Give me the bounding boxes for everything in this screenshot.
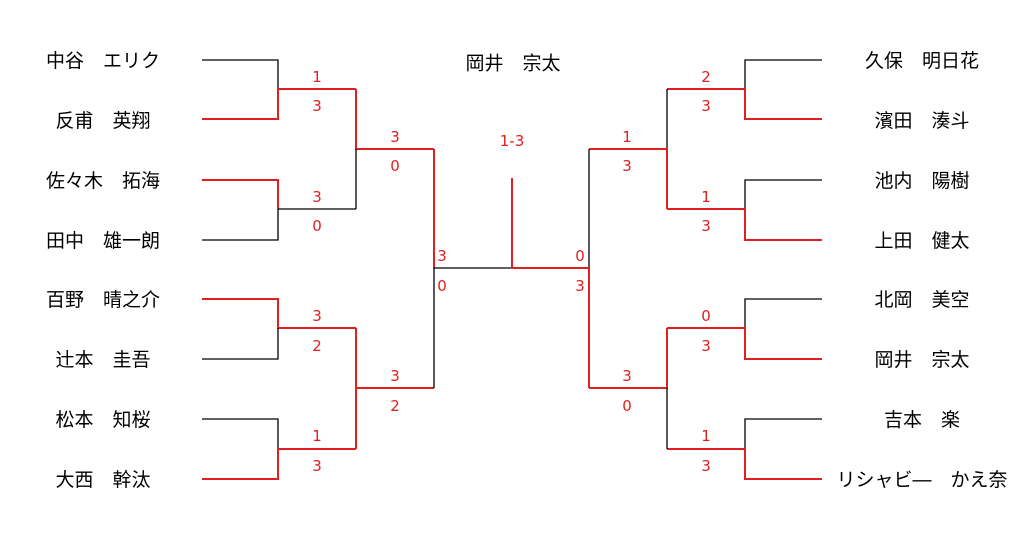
- bracket-line: [744, 418, 822, 449]
- bracket-line-win: [589, 148, 668, 209]
- player-left-5: 百野 晴之介: [45, 289, 160, 311]
- bracket-line-win: [202, 448, 356, 480]
- player-left-8: 大西 幹汰: [55, 469, 151, 491]
- score: 0: [622, 397, 632, 415]
- score: 1: [312, 427, 322, 445]
- bracket-line-win: [667, 448, 822, 480]
- score: 3: [312, 457, 322, 475]
- bracket-line-win: [202, 88, 356, 120]
- player-right-2: 濱田 湊斗: [874, 110, 970, 132]
- bracket-line: [744, 298, 822, 328]
- player-right-3: 池内 陽樹: [874, 170, 970, 192]
- bracket-line: [202, 209, 279, 241]
- bracket-line-win: [202, 179, 279, 209]
- score: 0: [575, 247, 585, 265]
- bracket-line: [744, 179, 822, 209]
- player-left-6: 辻本 圭吾: [55, 349, 151, 371]
- bracket-line-win: [667, 88, 822, 120]
- score: 1: [701, 427, 711, 445]
- score: 1: [622, 128, 632, 146]
- score: 1: [312, 68, 322, 86]
- score: 2: [390, 397, 400, 415]
- score: 0: [390, 157, 400, 175]
- bracket-line: [202, 418, 279, 449]
- score: 3: [622, 367, 632, 385]
- score: 3: [312, 188, 322, 206]
- bracket-line: [744, 59, 822, 89]
- score: 3: [701, 457, 711, 475]
- score: 3: [575, 277, 585, 295]
- score: 3: [390, 128, 400, 146]
- score: 0: [312, 217, 322, 235]
- score: 3: [701, 337, 711, 355]
- final-score: 1-3: [499, 132, 525, 150]
- player-left-3: 佐々木 拓海: [45, 170, 160, 192]
- score: 3: [390, 367, 400, 385]
- player-left-7: 松本 知桜: [55, 409, 151, 431]
- player-right-6: 岡井 宗太: [874, 349, 970, 371]
- player-left-2: 反甫 英翔: [55, 110, 151, 132]
- bracket-line-win: [667, 327, 822, 360]
- player-right-1: 久保 明日花: [864, 50, 979, 72]
- bracket-line-win: [512, 267, 590, 388]
- player-left-4: 田中 雄一朗: [45, 230, 160, 252]
- score: 3: [437, 247, 447, 265]
- score: 3: [622, 157, 632, 175]
- player-right-4: 上田 健太: [874, 230, 970, 252]
- bracket-line: [433, 267, 512, 388]
- score: 3: [312, 97, 322, 115]
- player-left-1: 中谷 エリク: [45, 50, 160, 72]
- player-right-7: 吉本 楽: [883, 409, 960, 431]
- score: 3: [701, 217, 711, 235]
- score: 2: [701, 68, 711, 86]
- champion-name: 岡井 宗太: [465, 52, 561, 75]
- score: 3: [312, 307, 322, 325]
- score: 3: [701, 97, 711, 115]
- bracket-line: [202, 328, 279, 360]
- player-right-5: 北岡 美空: [874, 289, 970, 311]
- score: 1: [701, 188, 711, 206]
- bracket-line: [202, 59, 279, 89]
- score: 2: [312, 337, 322, 355]
- bracket-line-win: [202, 298, 356, 329]
- score: 0: [701, 307, 711, 325]
- bracket-line-win: [667, 208, 822, 241]
- score: 0: [437, 277, 447, 295]
- player-right-8: リシャビ― かえ奈: [836, 469, 1008, 491]
